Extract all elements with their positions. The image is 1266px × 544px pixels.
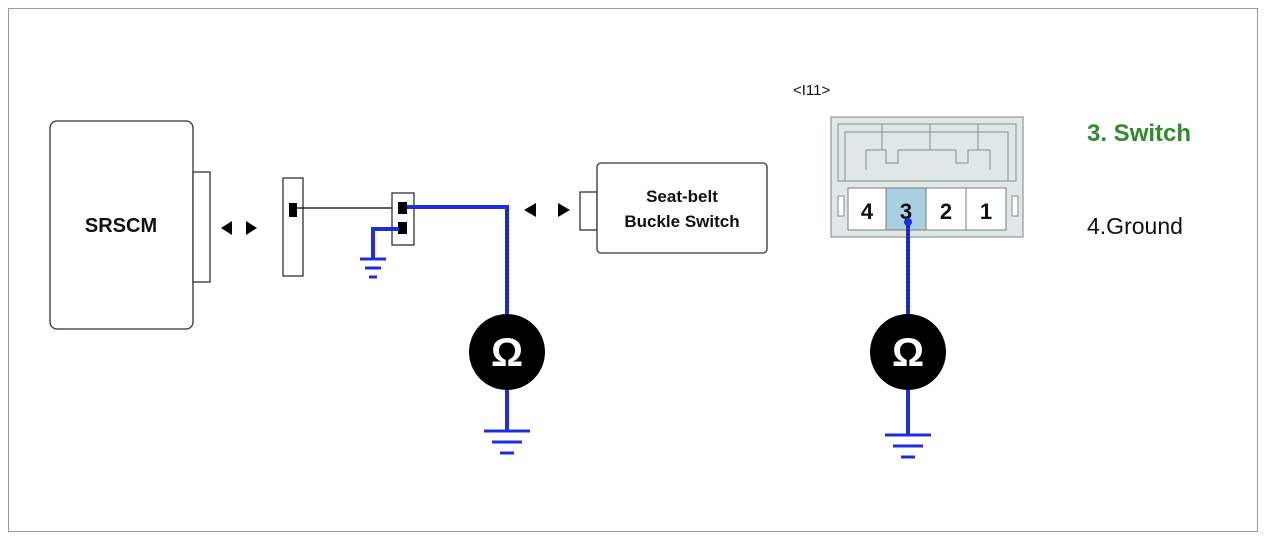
pin-label: 2 [940, 199, 952, 224]
connector-id: <I11> [793, 82, 830, 99]
legend-ground: 4.Ground [1087, 213, 1183, 239]
srscm-module: SRSCM [49, 120, 211, 330]
meter-wire-left [371, 205, 509, 430]
ohm-symbol-right: Ω [892, 331, 924, 375]
srscm-label: SRSCM [85, 215, 157, 237]
probe-point [904, 218, 912, 226]
connector-face: 4 3 2 1 [830, 116, 1024, 238]
bidirectional-arrow-icon [524, 203, 570, 217]
harness-connector [282, 177, 304, 277]
buckle-label-line2: Buckle Switch [624, 212, 739, 231]
diagram-frame [8, 8, 1258, 532]
ground-icon [484, 429, 530, 455]
pin-label: 4 [861, 199, 874, 224]
pin-label: 1 [980, 199, 992, 224]
ohm-symbol-left: Ω [491, 331, 523, 375]
ground-icon [360, 257, 386, 279]
legend-switch: 3. Switch [1087, 120, 1191, 147]
pin-cell-1 [965, 187, 1007, 231]
pin-cell-4 [847, 187, 887, 231]
bidirectional-arrow-icon [221, 221, 257, 235]
ohmmeter-icon: Ω [469, 314, 545, 390]
pin-label: 3 [900, 199, 912, 224]
pin-cell-2 [925, 187, 967, 231]
breakout-connector [391, 192, 415, 246]
ohmmeter-icon: Ω [870, 314, 946, 390]
buckle-label-line1: Seat-belt [646, 187, 718, 206]
buckle-switch-module: Seat-belt Buckle Switch [579, 162, 768, 254]
ground-icon [885, 433, 931, 459]
